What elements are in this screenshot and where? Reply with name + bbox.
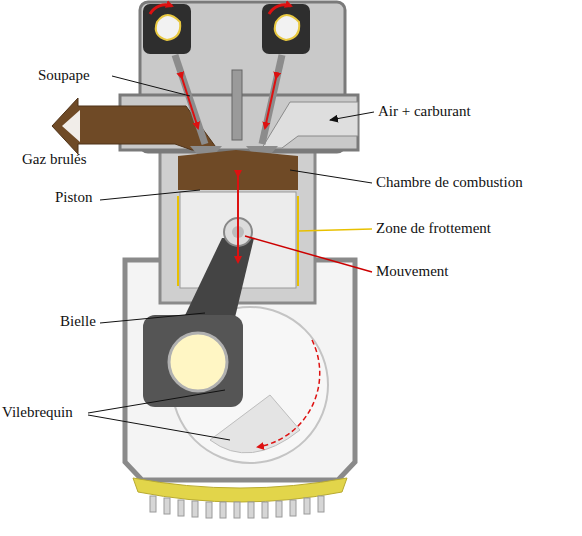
friction-zone: [297, 196, 299, 286]
cooling-fins: [150, 496, 324, 518]
spark-plug: [232, 70, 242, 140]
leader-arrow: [330, 112, 374, 120]
camshaft-housing: [143, 4, 191, 54]
cam-lobe: [275, 15, 299, 40]
intake-valve: [262, 55, 282, 144]
part-label: Soupape: [38, 66, 90, 84]
flow-label: Gaz brulés: [22, 150, 87, 168]
cam-lobe: [156, 15, 180, 40]
cam-rotation: [150, 5, 172, 14]
leader-line: [112, 76, 190, 96]
leader-line: [88, 415, 230, 440]
leader-line: [298, 229, 372, 231]
leader-line: [100, 190, 200, 200]
part-label: Vilebrequin: [2, 403, 73, 421]
friction-zone: [177, 196, 179, 286]
crank-rotation: [258, 340, 320, 447]
leader-line: [245, 236, 372, 272]
crank-pin: [169, 333, 227, 391]
connecting-rod-big-end: [143, 315, 243, 407]
valve-motion: [265, 78, 276, 128]
flow-label: Air + carburant: [378, 102, 471, 120]
exhaust-arrow-notch: [62, 110, 80, 142]
part-label: Bielle: [60, 312, 96, 330]
piston-motion: [237, 176, 239, 262]
leader-line: [88, 390, 225, 413]
part-label: Zone de frottement: [376, 219, 491, 237]
exhaust-valve: [175, 55, 205, 144]
motion-label: Mouvement: [376, 262, 449, 280]
part-label: Chambre de combustion: [376, 173, 523, 191]
leader-line: [290, 170, 372, 183]
part-label: Piston: [55, 188, 93, 206]
leader-line: [100, 313, 205, 323]
intake-port: [262, 102, 358, 148]
camshaft-housing: [262, 4, 310, 54]
cam-rotation: [269, 5, 291, 14]
valve-motion: [182, 78, 198, 128]
